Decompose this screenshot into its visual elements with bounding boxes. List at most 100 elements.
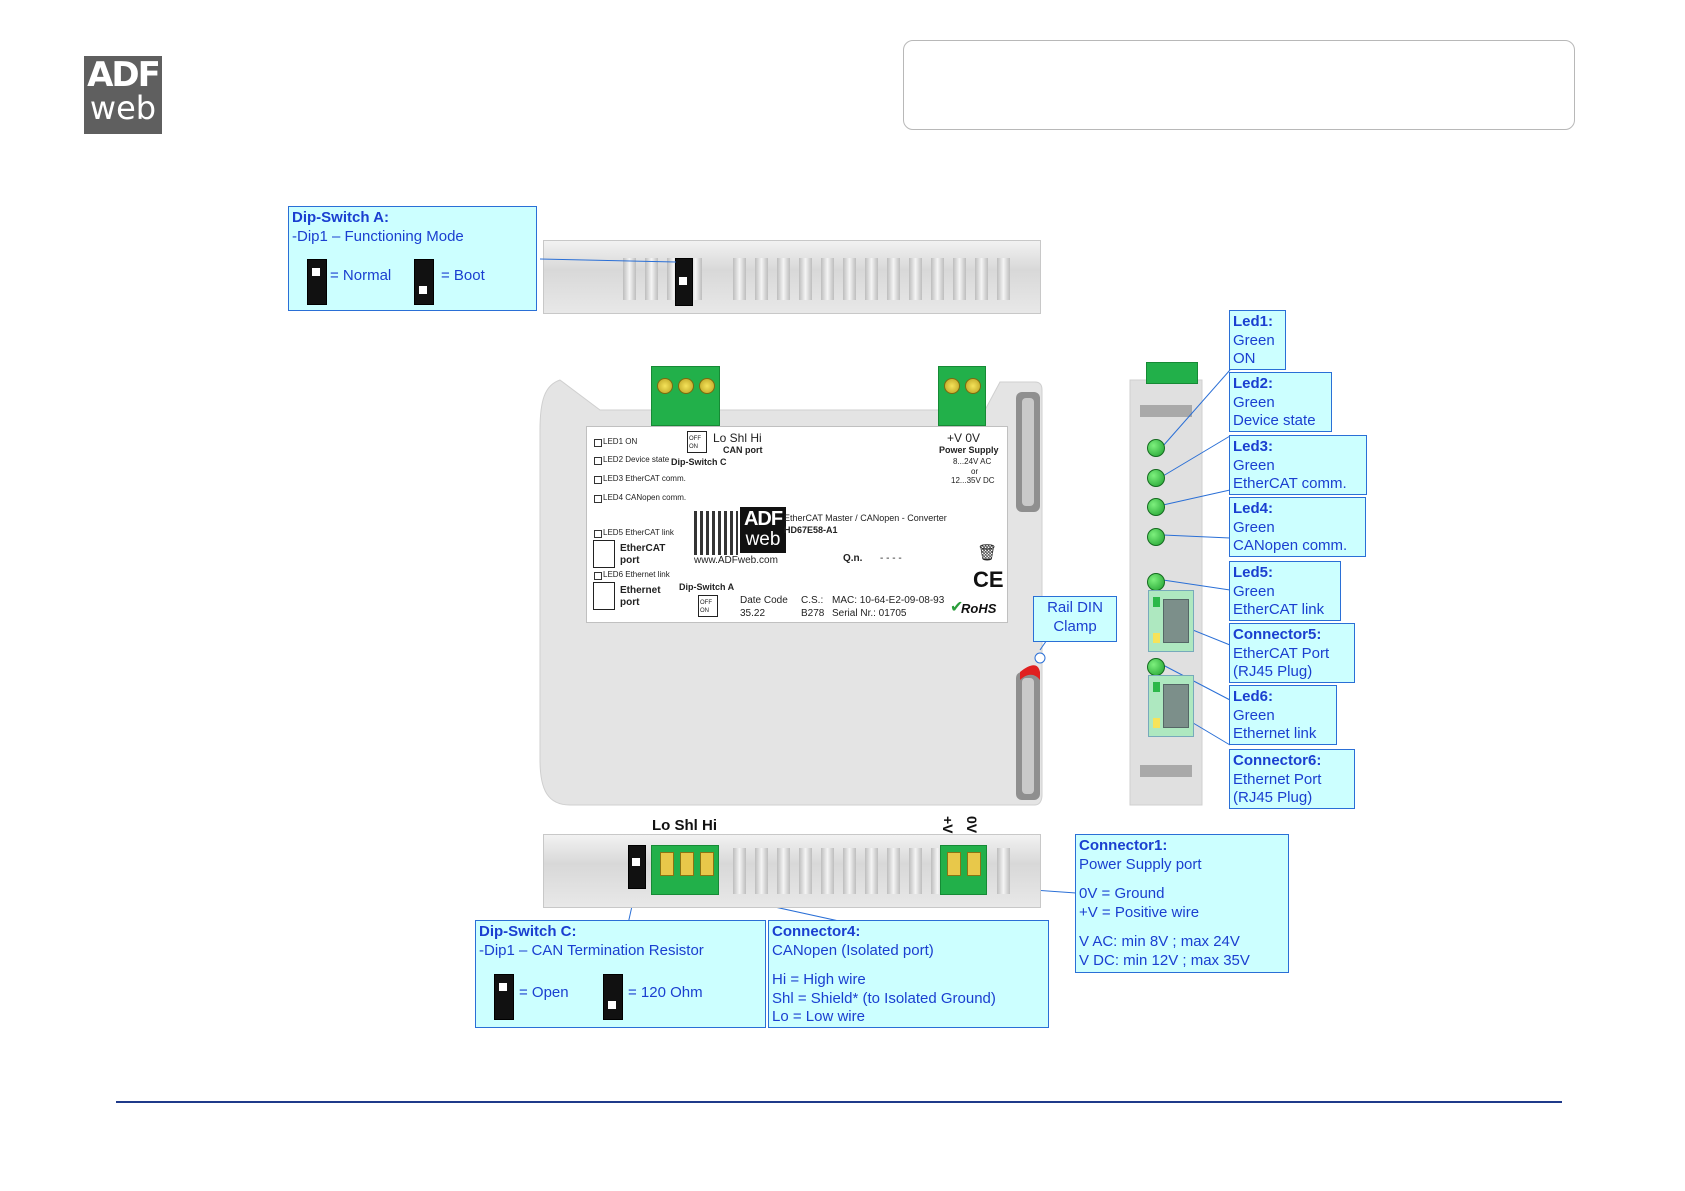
callout-conn1-line3: +V = Positive wire xyxy=(1079,903,1200,921)
callout-conn4-line2: Hi = High wire xyxy=(772,971,866,988)
callout-connector6: Connector6: Ethernet Port (RJ45 Plug) xyxy=(1229,749,1355,809)
callout-conn1-line2: 0V = Ground xyxy=(1079,885,1165,902)
dip-boot-icon xyxy=(414,259,434,305)
label-ps-or: or xyxy=(971,467,979,476)
label-logo: ADF web xyxy=(740,507,786,553)
label-dip-a: Dip-Switch A xyxy=(679,582,735,592)
label-led6: LED6 Ethernet link xyxy=(603,570,670,579)
bottom-plus-label: +V xyxy=(940,816,956,834)
label-logo-line2: web xyxy=(745,529,781,550)
adfweb-logo: ADF web xyxy=(84,56,162,134)
led2-indicator xyxy=(1147,469,1165,487)
callout-conn4-line1: CANopen (Isolated port) xyxy=(772,941,934,959)
label-date-code: Date Code xyxy=(740,595,788,606)
label-power-supply: Power Supply xyxy=(939,445,999,455)
callout-conn4-line4: Lo = Low wire xyxy=(772,1008,865,1025)
callout-conn1-line4: V AC: min 8V ; max 24V xyxy=(1079,933,1240,950)
power-connector-bottom[interactable] xyxy=(940,845,987,895)
label-product-name: EtherCAT Master / CANopen - Converter xyxy=(784,513,947,523)
callout-dip-switch-a: Dip-Switch A: -Dip1 – Functioning Mode =… xyxy=(288,206,537,311)
label-led2: LED2 Device state xyxy=(603,455,670,464)
label-rohs: RoHS xyxy=(961,601,997,616)
callout-led4-title: Led4: xyxy=(1233,500,1274,517)
callout-conn5-line2: (RJ45 Plug) xyxy=(1233,663,1313,680)
label-cs-value: B278 xyxy=(801,608,825,619)
callout-rail-din-clamp: Rail DIN Clamp xyxy=(1033,596,1117,642)
callout-led5: Led5: Green EtherCAT link xyxy=(1229,561,1341,621)
label-ce: CE xyxy=(973,567,1004,592)
callout-led3: Led3: Green EtherCAT comm. xyxy=(1229,435,1367,495)
label-ethernet-port-2: port xyxy=(620,597,640,608)
device-label: LED1 ON LED2 Device state LED3 EtherCAT … xyxy=(586,426,1008,623)
callout-led6-line1: Green xyxy=(1233,706,1275,724)
callout-dip-c-ohm: = 120 Ohm xyxy=(628,984,703,1001)
callout-dip-switch-c: Dip-Switch C: -Dip1 – CAN Termination Re… xyxy=(475,920,766,1028)
callout-led1: Led1: Green ON xyxy=(1229,310,1286,370)
callout-conn6-line2: (RJ45 Plug) xyxy=(1233,789,1313,806)
callout-dip-a-normal: = Normal xyxy=(330,267,392,284)
label-led1: LED1 ON xyxy=(603,437,638,446)
label-cs: C.S.: xyxy=(801,595,824,606)
label-power-pins: +V 0V xyxy=(947,431,981,445)
callout-conn6-title: Connector6: xyxy=(1233,752,1322,769)
callout-led3-title: Led3: xyxy=(1233,438,1274,455)
label-dipc-off: OFF xyxy=(689,436,701,442)
callout-led1-title: Led1: xyxy=(1233,313,1274,330)
label-mac: MAC: 10-64-E2-09-08-93 xyxy=(832,595,945,606)
dip-120ohm-icon xyxy=(603,974,623,1020)
label-dip-c: Dip-Switch C xyxy=(671,457,727,467)
label-ps-dc: 12...35V DC xyxy=(951,476,995,485)
dip-normal-icon xyxy=(307,259,327,305)
power-connector-top xyxy=(938,366,986,426)
callout-dip-a-boot: = Boot xyxy=(441,267,485,284)
label-ethercat-port-1: EtherCAT xyxy=(620,543,666,554)
callout-led1-line2: ON xyxy=(1233,350,1256,367)
label-led4: LED4 CANopen comm. xyxy=(603,493,687,502)
callout-led2: Led2: Green Device state xyxy=(1229,372,1332,432)
callout-rail-line1: Rail DIN xyxy=(1047,599,1103,616)
dip-switch-a[interactable] xyxy=(675,258,693,306)
callout-dip-c-line1: -Dip1 – CAN Termination Resistor xyxy=(479,941,704,959)
header-box xyxy=(903,40,1575,130)
callout-conn1-line5: V DC: min 12V ; max 35V xyxy=(1079,951,1250,969)
bottom-can-label: Lo Shl Hi xyxy=(652,817,717,834)
label-logo-line1: ADF xyxy=(743,508,783,530)
logo-line1: ADF xyxy=(87,55,161,95)
callout-led4-line1: Green xyxy=(1233,518,1275,536)
callout-led2-line1: Green xyxy=(1233,393,1275,411)
callout-dip-c-title: Dip-Switch C: xyxy=(479,923,577,940)
callout-led2-title: Led2: xyxy=(1233,375,1274,392)
footer-divider xyxy=(116,1101,1562,1103)
callout-led4: Led4: Green CANopen comm. xyxy=(1229,497,1366,557)
callout-led6: Led6: Green Ethernet link xyxy=(1229,685,1337,745)
callout-led5-line2: EtherCAT link xyxy=(1233,601,1325,618)
dip-open-icon xyxy=(494,974,514,1020)
led3-indicator xyxy=(1147,498,1165,516)
callout-led5-title: Led5: xyxy=(1233,564,1274,581)
label-product-code: HD67E58-A1 xyxy=(784,525,838,535)
dip-switch-c[interactable] xyxy=(628,845,646,889)
led1-indicator xyxy=(1147,439,1165,457)
callout-conn1-line1: Power Supply port xyxy=(1079,855,1202,873)
side-connector xyxy=(1146,362,1198,384)
label-dipa-on: ON xyxy=(700,608,709,614)
label-dipa-off: OFF xyxy=(700,600,712,606)
callout-conn1-title: Connector1: xyxy=(1079,837,1168,854)
callout-led5-line1: Green xyxy=(1233,582,1275,600)
rj45-ethercat-port[interactable] xyxy=(1148,590,1194,652)
rj45-ethernet-port[interactable] xyxy=(1148,675,1194,737)
led4-indicator xyxy=(1147,528,1165,546)
qr-code xyxy=(694,511,738,555)
callout-led3-line1: Green xyxy=(1233,456,1275,474)
label-ethernet-port-1: Ethernet xyxy=(620,585,661,596)
callout-conn5-title: Connector5: xyxy=(1233,626,1322,643)
callout-conn4-title: Connector4: xyxy=(772,923,861,940)
callout-led2-line2: Device state xyxy=(1233,412,1316,429)
label-led3: LED3 EtherCAT comm. xyxy=(603,474,686,483)
label-ethercat-port-2: port xyxy=(620,555,640,566)
can-connector-bottom[interactable] xyxy=(651,845,719,895)
callout-led6-title: Led6: xyxy=(1233,688,1274,705)
callout-dip-a-line1: -Dip1 – Functioning Mode xyxy=(292,227,464,245)
callout-led3-line2: EtherCAT comm. xyxy=(1233,475,1347,492)
weee-icon: 🗑 xyxy=(977,545,998,562)
